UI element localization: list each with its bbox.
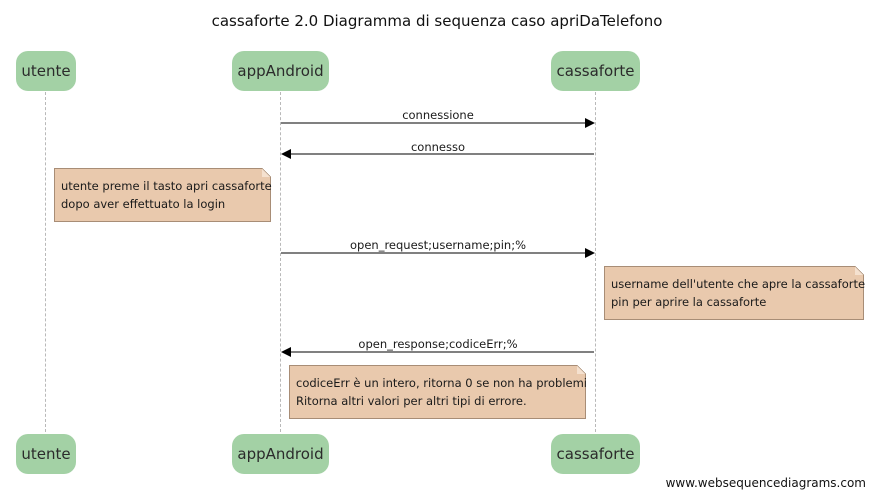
participant-appandroid-top: appAndroid bbox=[232, 51, 329, 91]
message-arrow-connessione bbox=[281, 118, 595, 128]
message-arrow-open-request bbox=[281, 248, 595, 258]
participant-appandroid-bottom: appAndroid bbox=[232, 434, 329, 474]
note-error-code: codiceErr è un intero, ritorna 0 se non … bbox=[289, 365, 587, 419]
watermark-link[interactable]: www.websequencediagrams.com bbox=[665, 476, 866, 490]
note-line: codiceErr è un intero, ritorna 0 se non … bbox=[296, 376, 587, 390]
note-line: dopo aver effettuato la login bbox=[61, 197, 226, 211]
participant-cassaforte-bottom: cassaforte bbox=[551, 434, 640, 474]
message-label-open-request: open_request;username;pin;% bbox=[350, 238, 526, 252]
participant-cassaforte-top: cassaforte bbox=[551, 51, 640, 91]
diagram-title: cassaforte 2.0 Diagramma di sequenza cas… bbox=[211, 12, 663, 30]
note-line: username dell'utente che apre la cassafo… bbox=[611, 277, 866, 291]
lifeline-cassaforte bbox=[595, 92, 596, 432]
lifeline-appandroid bbox=[280, 92, 281, 432]
participant-utente-top: utente bbox=[16, 51, 76, 91]
message-arrow-open-response bbox=[281, 347, 594, 357]
participant-utente-bottom: utente bbox=[16, 434, 76, 474]
note-login: utente preme il tasto apri cassaforte do… bbox=[54, 168, 272, 222]
message-label-connessione: connessione bbox=[402, 108, 474, 122]
message-label-connesso: connesso bbox=[410, 140, 466, 154]
message-label-open-response: open_response;codiceErr;% bbox=[358, 337, 518, 351]
note-line: pin per aprire la cassaforte bbox=[611, 295, 767, 309]
lifeline-utente bbox=[45, 92, 46, 432]
message-arrow-connesso bbox=[281, 149, 594, 159]
note-line: utente preme il tasto apri cassaforte bbox=[61, 179, 272, 193]
note-credentials: username dell'utente che apre la cassafo… bbox=[604, 266, 866, 320]
note-line: Ritorna altri valori per altri tipi di e… bbox=[296, 394, 527, 408]
